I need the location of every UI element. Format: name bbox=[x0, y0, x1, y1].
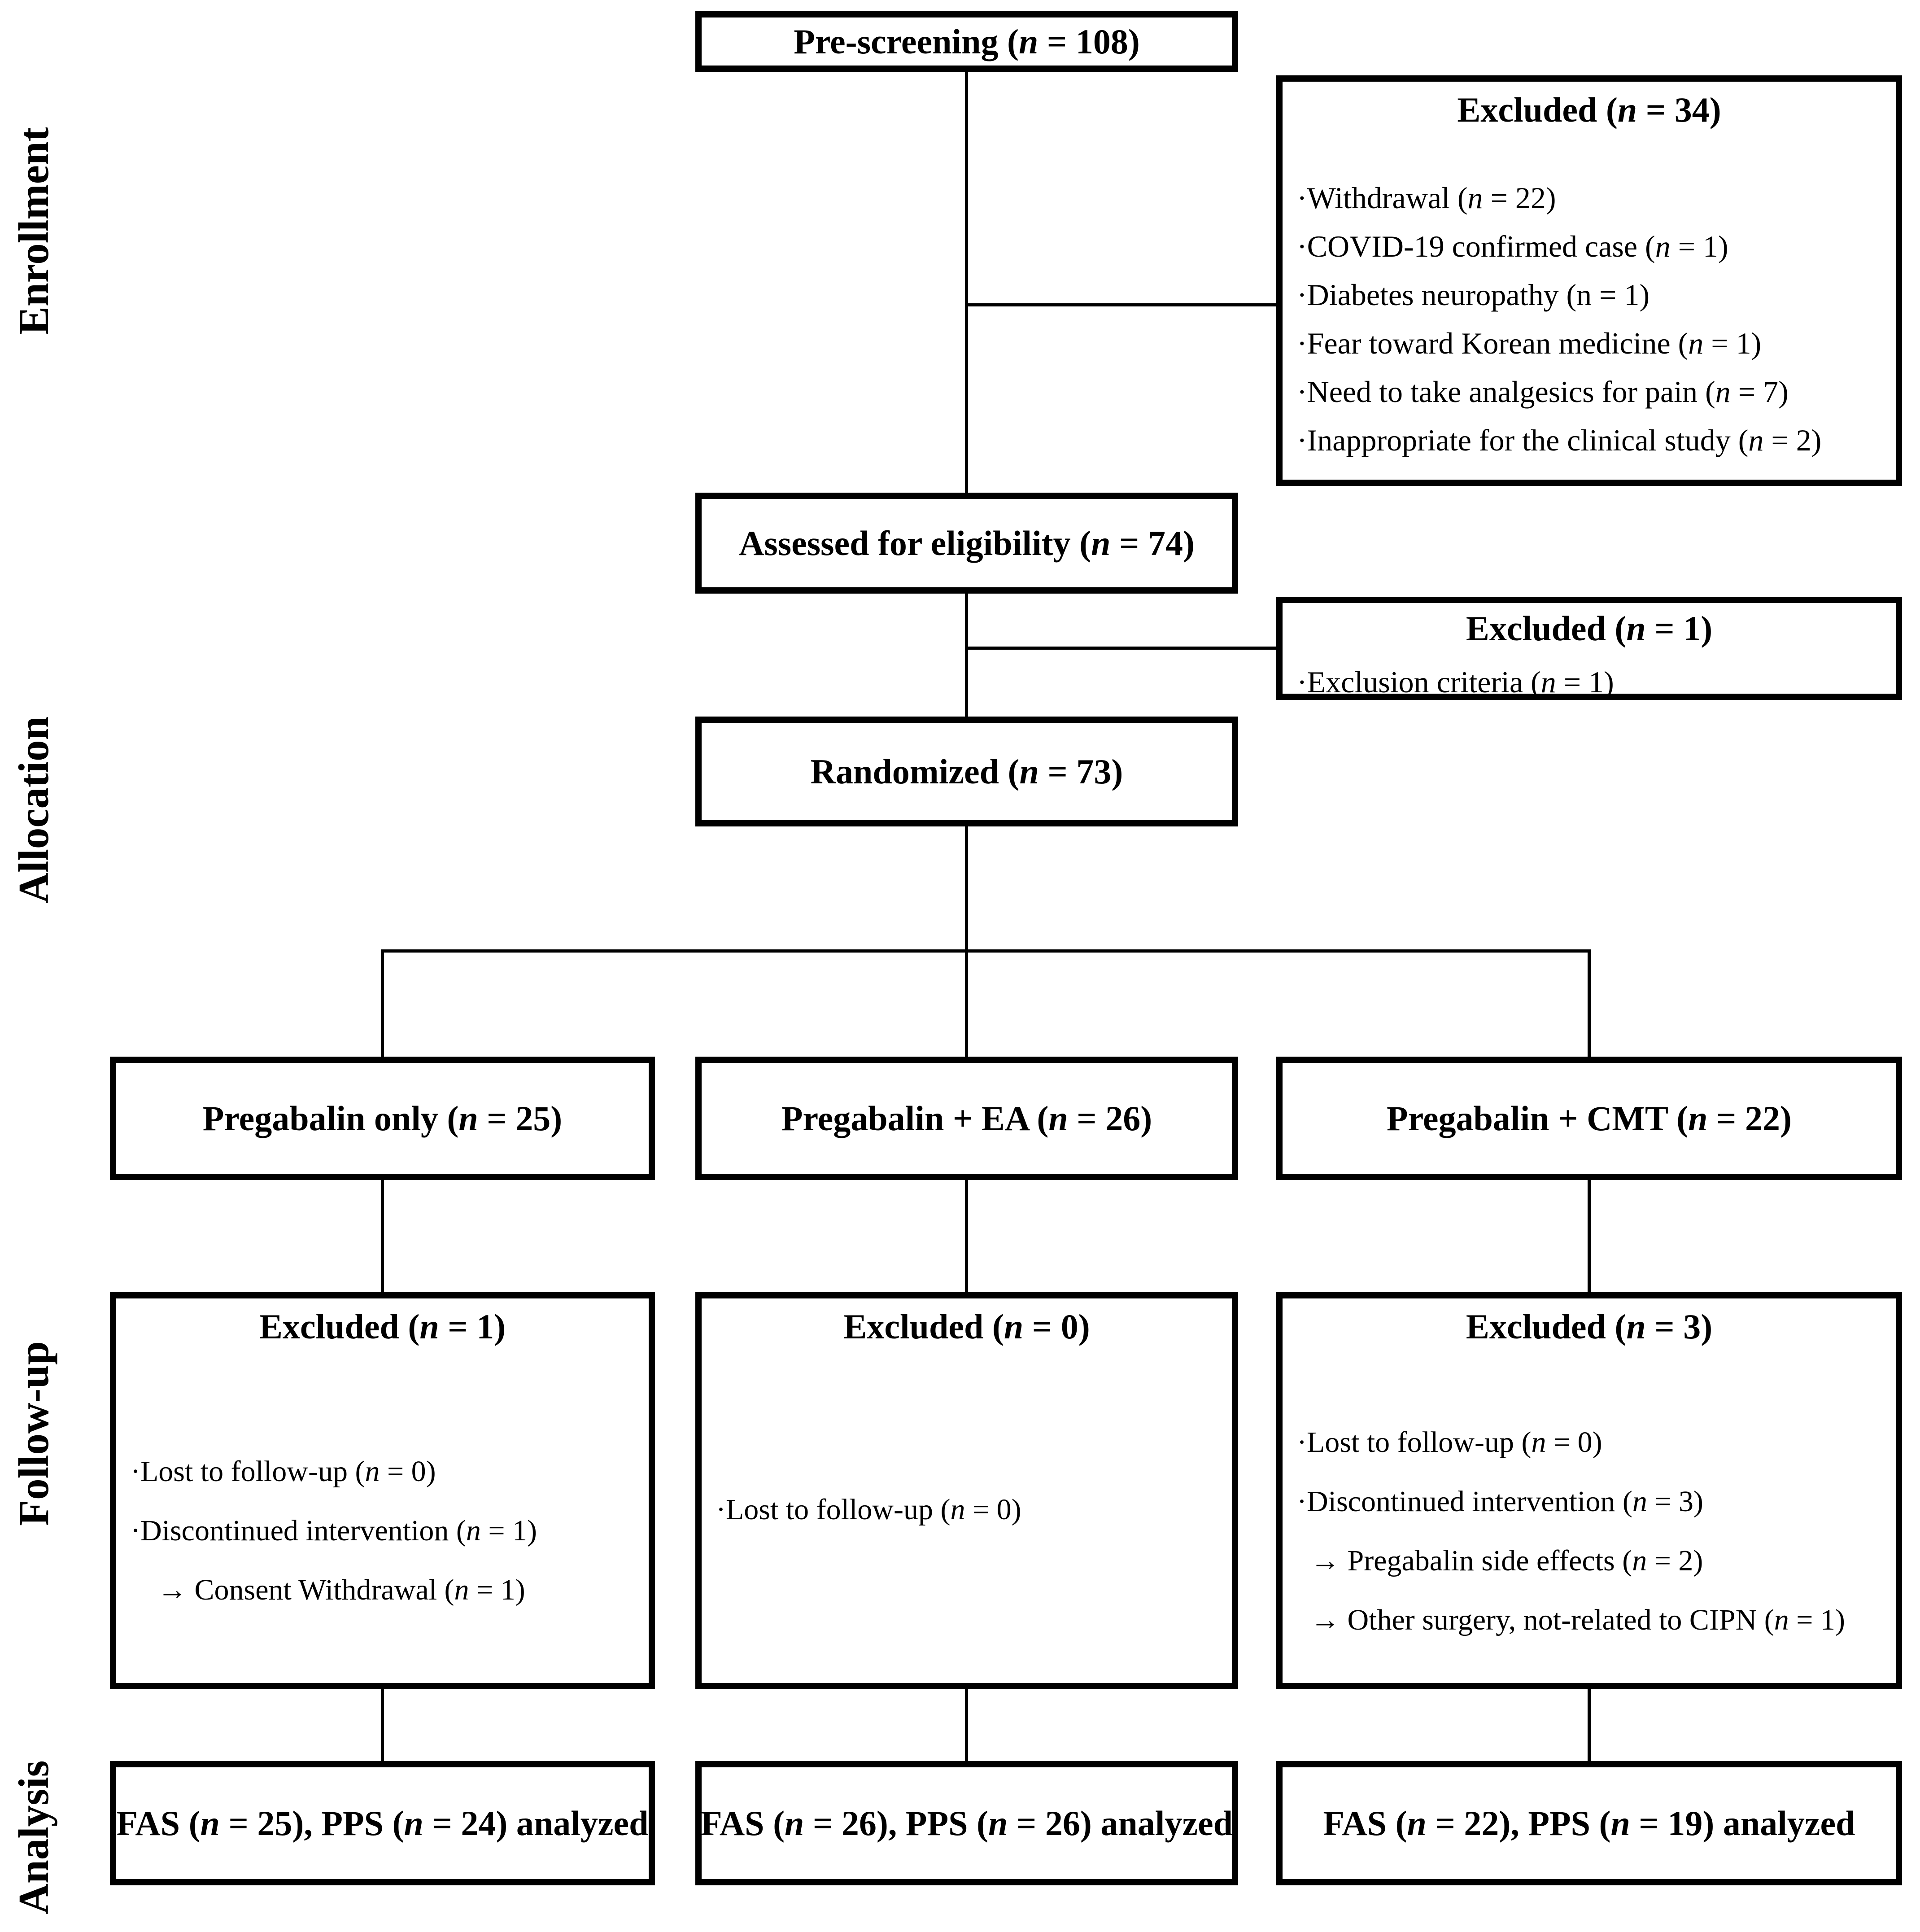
followup-ea-box: Excluded (n = 0) ·Lost to follow-up (n =… bbox=[695, 1292, 1238, 1689]
prescreening-title: Pre-screening (n = 108) bbox=[794, 22, 1140, 61]
analysis-cmt-title: FAS (n = 22), PPS (n = 19) analyzed bbox=[1323, 1803, 1855, 1843]
connector-followup-analysis-pregabalin bbox=[381, 1689, 384, 1761]
followup-pregabalin-box: Excluded (n = 1) ·Lost to follow-up (n =… bbox=[110, 1292, 655, 1689]
followup-pregabalin-list: ·Lost to follow-up (n = 0) ·Discontinued… bbox=[131, 1442, 644, 1620]
list-item: ·Fear toward Korean medicine (n = 1) bbox=[1297, 326, 1762, 360]
followup-cmt-list: ·Lost to follow-up (n = 0) ·Discontinued… bbox=[1297, 1413, 1891, 1650]
list-item: ·Lost to follow-up (n = 0) bbox=[1297, 1426, 1602, 1459]
excluded-eligibility-box: Excluded (n = 1) ·Exclusion criteria (n … bbox=[1276, 597, 1902, 700]
list-item: ·Discontinued intervention (n = 1) bbox=[131, 1514, 537, 1547]
stage-label-analysis: Analysis bbox=[10, 1760, 57, 1915]
connector-followup-analysis-cmt bbox=[1588, 1689, 1591, 1761]
analysis-ea-box: FAS (n = 26), PPS (n = 26) analyzed bbox=[695, 1761, 1238, 1885]
followup-pregabalin-title: Excluded (n = 1) bbox=[259, 1307, 506, 1346]
followup-cmt-title: Excluded (n = 3) bbox=[1466, 1307, 1713, 1346]
arm-ea-box: Pregabalin + EA (n = 26) bbox=[695, 1057, 1238, 1180]
arm-pregabalin-box: Pregabalin only (n = 25) bbox=[110, 1057, 655, 1180]
connector-followup-analysis-ea bbox=[965, 1689, 968, 1761]
stage-label-allocation: Allocation bbox=[10, 716, 57, 904]
excluded-eligibility-list: ·Exclusion criteria (n = 1) bbox=[1297, 658, 1891, 706]
list-item: ·Inappropriate for the clinical study (n… bbox=[1297, 423, 1822, 457]
list-item: ·Exclusion criteria (n = 1) bbox=[1297, 665, 1614, 699]
randomized-title: Randomized (n = 73) bbox=[810, 752, 1123, 791]
stage-label-enrollment: Enrollment bbox=[10, 127, 57, 335]
analysis-cmt-box: FAS (n = 22), PPS (n = 19) analyzed bbox=[1276, 1761, 1902, 1885]
connector-to-excluded-eligibility bbox=[967, 647, 1276, 650]
list-item: ·Discontinued intervention (n = 3) bbox=[1297, 1485, 1704, 1518]
connector-rail-arm-pregabalin bbox=[381, 951, 384, 1057]
list-item: ·Lost to follow-up (n = 0) bbox=[131, 1455, 436, 1488]
connector-randomized-arm-ea bbox=[965, 826, 968, 1057]
list-item: ·Lost to follow-up (n = 0) bbox=[716, 1493, 1021, 1526]
list-item: ·Diabetes neuropathy (n = 1) bbox=[1297, 278, 1650, 312]
connector-to-excluded-enrollment bbox=[967, 303, 1276, 306]
arm-pregabalin-title: Pregabalin only (n = 25) bbox=[202, 1098, 563, 1138]
prescreening-box: Pre-screening (n = 108) bbox=[695, 11, 1238, 72]
excluded-eligibility-title: Excluded (n = 1) bbox=[1466, 609, 1713, 648]
list-item: → Pregabalin side effects (n = 2) bbox=[1310, 1544, 1703, 1577]
connector-prescreening-assessed bbox=[965, 72, 968, 493]
arm-cmt-title: Pregabalin + CMT (n = 22) bbox=[1387, 1098, 1792, 1138]
analysis-pregabalin-box: FAS (n = 25), PPS (n = 24) analyzed bbox=[110, 1761, 655, 1885]
analysis-pregabalin-title: FAS (n = 25), PPS (n = 24) analyzed bbox=[116, 1803, 649, 1843]
randomized-box: Randomized (n = 73) bbox=[695, 717, 1238, 826]
connector-arm-followup-ea bbox=[965, 1180, 968, 1292]
arm-cmt-box: Pregabalin + CMT (n = 22) bbox=[1276, 1057, 1902, 1180]
followup-ea-title: Excluded (n = 0) bbox=[843, 1307, 1090, 1346]
connector-assessed-randomized bbox=[965, 594, 968, 717]
arm-ea-title: Pregabalin + EA (n = 26) bbox=[781, 1098, 1152, 1138]
excluded-enrollment-box: Excluded (n = 34) ·Withdrawal (n = 22) ·… bbox=[1276, 75, 1902, 486]
connector-arm-followup-pregabalin bbox=[381, 1180, 384, 1292]
excluded-enrollment-title: Excluded (n = 34) bbox=[1457, 90, 1721, 129]
excluded-enrollment-list: ·Withdrawal (n = 22) ·COVID-19 confirmed… bbox=[1297, 174, 1891, 464]
followup-cmt-box: Excluded (n = 3) ·Lost to follow-up (n =… bbox=[1276, 1292, 1902, 1689]
analysis-ea-title: FAS (n = 26), PPS (n = 26) analyzed bbox=[701, 1803, 1233, 1843]
stage-label-followup: Follow-up bbox=[10, 1341, 57, 1526]
list-item: ·Withdrawal (n = 22) bbox=[1297, 181, 1556, 215]
assessed-box: Assessed for eligibility (n = 74) bbox=[695, 493, 1238, 594]
list-item: ·COVID-19 confirmed case (n = 1) bbox=[1297, 229, 1728, 263]
list-item: ·Need to take analgesics for pain (n = 7… bbox=[1297, 375, 1789, 409]
list-item: → Other surgery, not-related to CIPN (n … bbox=[1310, 1604, 1845, 1636]
connector-arm-followup-cmt bbox=[1588, 1180, 1591, 1292]
followup-ea-list: ·Lost to follow-up (n = 0) bbox=[716, 1480, 1227, 1539]
connector-rail-arm-cmt bbox=[1588, 951, 1591, 1057]
connector-allocation-rail bbox=[381, 949, 1591, 953]
list-item: → Consent Withdrawal (n = 1) bbox=[157, 1574, 525, 1606]
assessed-title: Assessed for eligibility (n = 74) bbox=[739, 523, 1195, 563]
